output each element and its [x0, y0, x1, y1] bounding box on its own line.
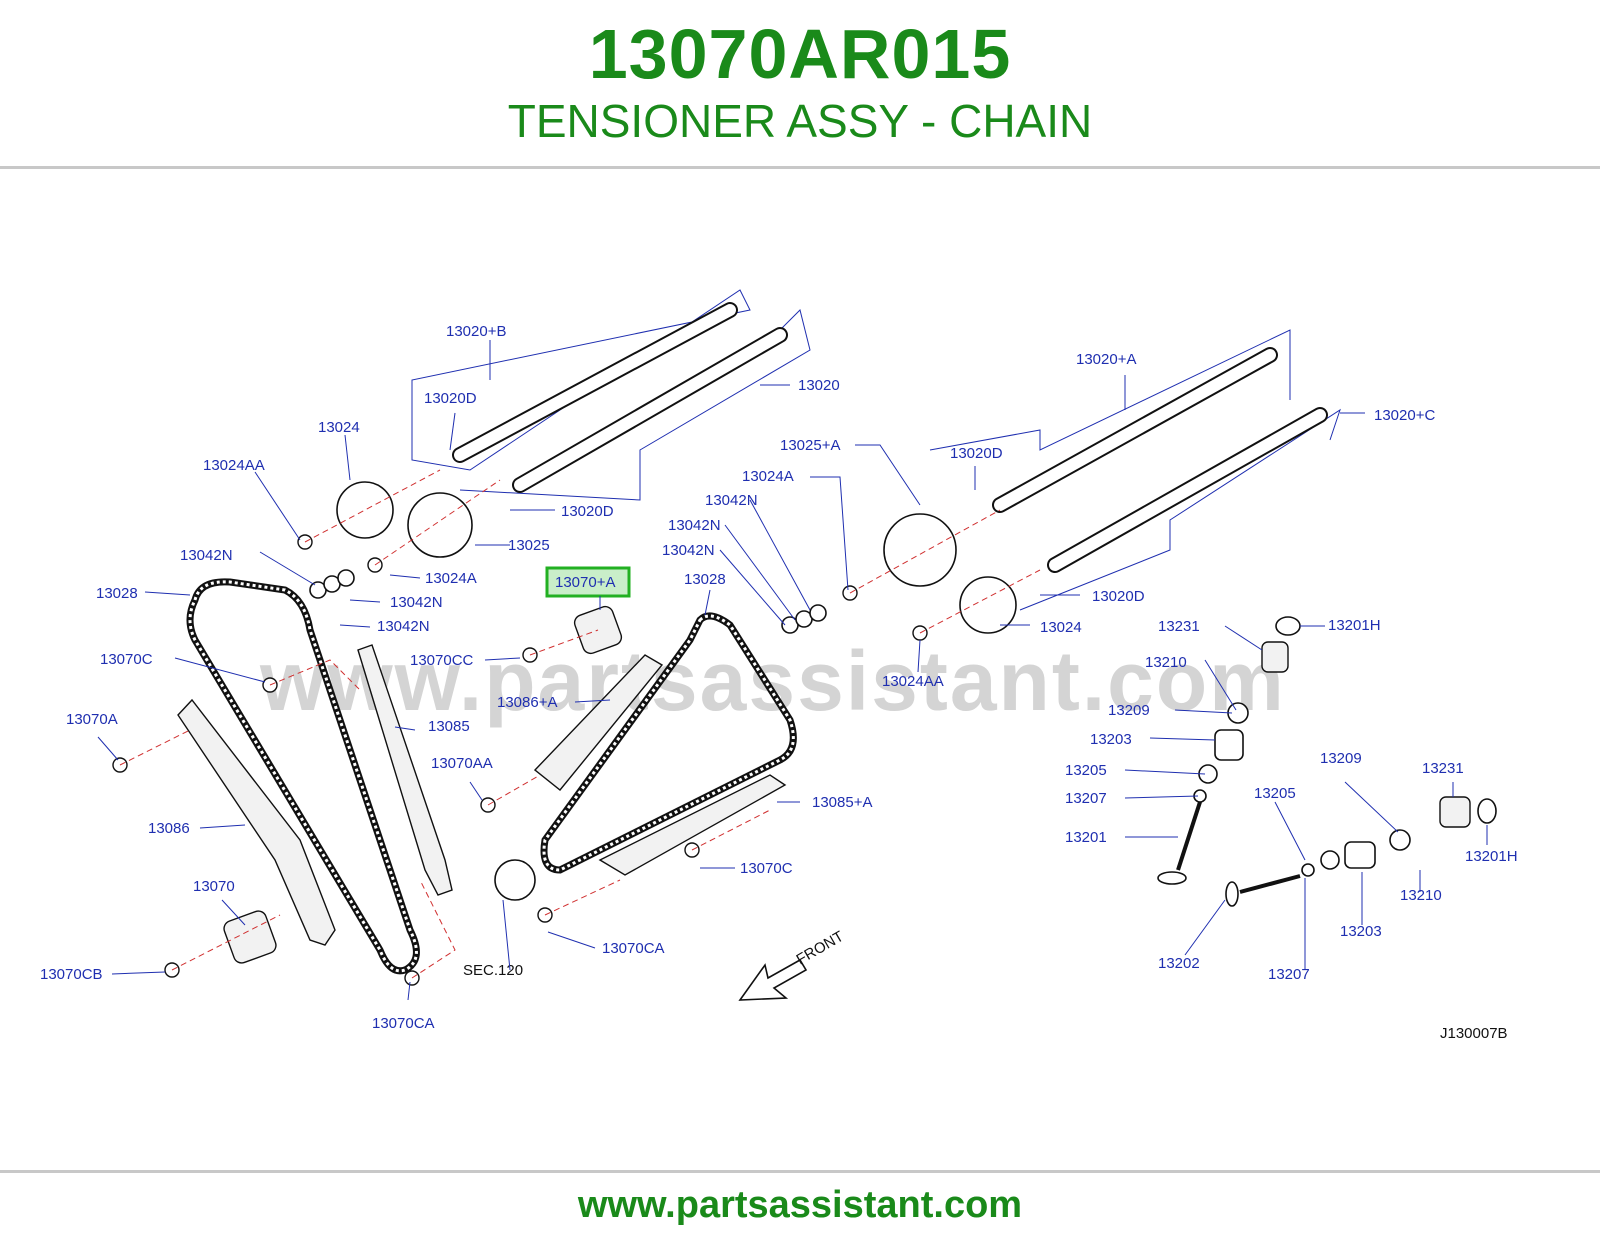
front-arrow-icon	[738, 958, 808, 1001]
o-ring-left-3	[337, 569, 355, 587]
watermark-text: www.partsassistant.com	[259, 634, 1286, 728]
label-13042n-l2: 13042N	[390, 594, 443, 611]
label-13086-a: 13086+A	[497, 694, 557, 711]
label-13070ca-right: 13070CA	[602, 940, 665, 957]
chain-guide-13085	[357, 644, 453, 896]
label-13203-upper: 13203	[1090, 731, 1132, 748]
label-13070aa: 13070AA	[431, 755, 493, 772]
label-13201: 13201	[1065, 829, 1107, 846]
diagram-reference-code: J130007B	[1440, 1025, 1508, 1042]
label-13070a: 13070A	[66, 711, 118, 728]
footer-website-link[interactable]: www.partsassistant.com	[577, 1184, 1023, 1226]
label-13205-lower: 13205	[1254, 785, 1296, 802]
part-labels: 13020+B 13020D 13020 13024 13024AA 13025…	[40, 323, 1518, 1032]
camshaft-13020-b	[452, 302, 738, 463]
label-13020-c: 13020+C	[1374, 407, 1435, 424]
label-13042n-l3: 13042N	[377, 618, 430, 635]
label-leaders	[97, 340, 1488, 1001]
label-13070ca-left: 13070CA	[372, 1015, 435, 1032]
label-13085: 13085	[428, 718, 470, 735]
label-13070cb: 13070CB	[40, 966, 103, 983]
alignment-lines	[119, 469, 1041, 979]
valvetrain-lower	[1225, 796, 1497, 907]
highlight-box	[545, 566, 631, 598]
label-13024a-left: 13024A	[425, 570, 477, 587]
parts-diagram: www.partsassistant.com	[40, 289, 1518, 1042]
label-13231-lower: 13231	[1422, 760, 1464, 777]
label-13085-a: 13085+A	[812, 794, 872, 811]
label-13020d-1: 13020D	[424, 390, 477, 407]
label-13209-upper: 13209	[1108, 702, 1150, 719]
timing-chain-right-links	[542, 614, 795, 872]
camshaft-13020-a	[992, 347, 1278, 513]
label-13024aa-left: 13024AA	[203, 457, 265, 474]
label-13025: 13025	[508, 537, 550, 554]
label-13201h-upper: 13201H	[1328, 617, 1381, 634]
camshaft-13020	[512, 327, 788, 493]
chain-guide-13086-a	[533, 654, 664, 791]
label-13020-b: 13020+B	[446, 323, 506, 340]
chain-tensioner-13070	[223, 910, 277, 964]
label-13024aa-right: 13024AA	[882, 673, 944, 690]
sprocket-13024-left	[336, 481, 394, 539]
sprocket-13025	[407, 492, 473, 558]
label-13042n-r3: 13042N	[662, 542, 715, 559]
label-13210-lower: 13210	[1400, 887, 1442, 904]
label-13028-right: 13028	[684, 571, 726, 588]
label-13203-lower: 13203	[1340, 923, 1382, 940]
label-13070: 13070	[193, 878, 235, 895]
timing-chain-left-links	[188, 580, 418, 973]
label-13070cc: 13070CC	[410, 652, 474, 669]
label-13070-a-highlighted[interactable]: 13070+A	[555, 574, 615, 591]
label-13202: 13202	[1158, 955, 1200, 972]
valvetrain-upper	[1157, 616, 1301, 885]
label-13020d-2: 13020D	[950, 445, 1003, 462]
label-13070c-left: 13070C	[100, 651, 153, 668]
label-13024-right: 13024	[1040, 619, 1082, 636]
camshaft-bracket-c	[1019, 408, 1341, 611]
camshaft-bracket-main	[459, 309, 811, 501]
sprocket-13025-a	[883, 513, 957, 587]
o-ring-right-3	[809, 604, 827, 622]
label-13209-lower: 13209	[1320, 750, 1362, 767]
label-13020: 13020	[798, 377, 840, 394]
footer-divider	[0, 1170, 1600, 1173]
label-13070c-right: 13070C	[740, 860, 793, 877]
crank-sprocket	[494, 859, 536, 901]
label-13042n-l1: 13042N	[180, 547, 233, 564]
label-13207-upper: 13207	[1065, 790, 1107, 807]
label-13207-lower: 13207	[1268, 966, 1310, 983]
header-divider	[0, 166, 1600, 169]
label-13024-left: 13024	[318, 419, 360, 436]
chain-guide-13086	[177, 698, 336, 946]
part-name-subtitle: TENSIONER ASSY - CHAIN	[507, 95, 1093, 147]
label-13042n-r1: 13042N	[705, 492, 758, 509]
label-13028-left: 13028	[96, 585, 138, 602]
label-13024a-right: 13024A	[742, 468, 794, 485]
front-label: FRONT	[794, 928, 847, 969]
camshaft-bracket-a	[929, 329, 1291, 451]
label-13020d-4: 13020D	[1092, 588, 1145, 605]
label-13231-upper: 13231	[1158, 618, 1200, 635]
section-ref-label: SEC.120	[463, 962, 523, 979]
label-13042n-r2: 13042N	[668, 517, 721, 534]
label-13205-upper: 13205	[1065, 762, 1107, 779]
part-number-title: 13070AR015	[588, 15, 1012, 93]
label-13025-a: 13025+A	[780, 437, 840, 454]
label-13020-a: 13020+A	[1076, 351, 1136, 368]
label-13201h-lower: 13201H	[1465, 848, 1518, 865]
chain-guide-13085-a	[598, 774, 787, 876]
sprocket-13024-right	[959, 576, 1017, 634]
label-13020d-3: 13020D	[561, 503, 614, 520]
label-13086: 13086	[148, 820, 190, 837]
page-header: 13070AR015 TENSIONER ASSY - CHAIN	[0, 0, 1600, 168]
label-13210-upper: 13210	[1145, 654, 1187, 671]
camshaft-13020-c	[1047, 407, 1328, 573]
